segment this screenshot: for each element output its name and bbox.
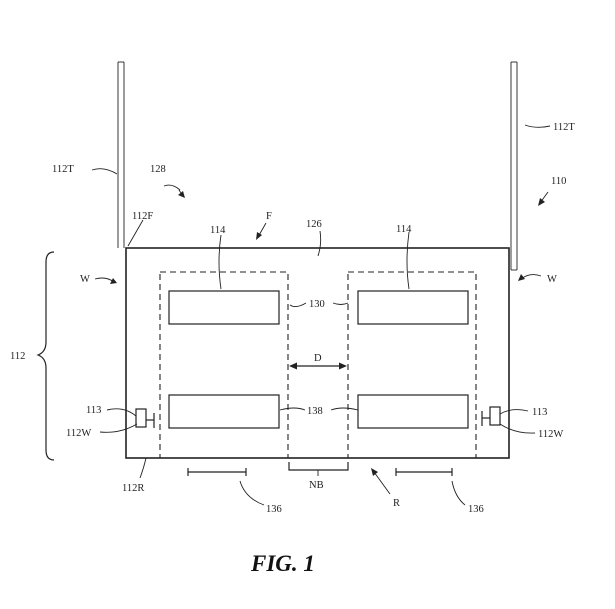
label-126: 126 bbox=[306, 219, 322, 230]
label-130: 130 bbox=[309, 299, 325, 310]
label-panel-right: 114 bbox=[396, 224, 412, 235]
brace-112 bbox=[36, 251, 55, 461]
label-110: 110 bbox=[551, 176, 566, 187]
label-tower-left: 112T bbox=[52, 164, 74, 175]
label-panel-left: 114 bbox=[210, 225, 226, 236]
label-136-left: 136 bbox=[266, 504, 282, 515]
nb-bracket bbox=[288, 462, 349, 471]
label-136-right: 136 bbox=[468, 504, 484, 515]
lower-panel-right bbox=[357, 394, 469, 429]
label-front: F bbox=[266, 211, 272, 222]
dashed-zone-right bbox=[347, 271, 477, 459]
main-frame bbox=[125, 247, 510, 459]
leader-lines bbox=[91, 124, 551, 506]
label-wall-right: W bbox=[547, 274, 557, 285]
label-113-left: 113 bbox=[86, 405, 101, 416]
label-128: 128 bbox=[150, 164, 166, 175]
label-front-frame: 112F bbox=[132, 211, 153, 222]
label-rear: R bbox=[393, 498, 400, 509]
upper-panel-left bbox=[168, 290, 280, 325]
label-gap: NB bbox=[309, 480, 324, 491]
label-tower-right: 112T bbox=[553, 122, 575, 133]
label-rear-frame: 112R bbox=[122, 483, 144, 494]
dashed-zone-left bbox=[159, 271, 289, 459]
figure-caption: FIG. 1 bbox=[250, 551, 315, 576]
distance-arrow bbox=[289, 362, 347, 370]
scale-bar-left bbox=[187, 468, 247, 476]
label-system: 112 bbox=[10, 351, 25, 362]
label-wheel-left: 112W bbox=[66, 428, 91, 439]
label-113-right: 113 bbox=[532, 407, 547, 418]
right-tower bbox=[510, 61, 518, 271]
label-wall-left: W bbox=[80, 274, 90, 285]
left-tower bbox=[117, 61, 125, 248]
lower-panel-left bbox=[168, 394, 280, 429]
label-distance: D bbox=[314, 353, 322, 364]
scale-bar-right bbox=[395, 468, 453, 476]
bracket-right bbox=[481, 406, 501, 426]
label-138: 138 bbox=[307, 406, 323, 417]
upper-panel-right bbox=[357, 290, 469, 325]
bracket-left bbox=[135, 408, 155, 428]
label-wheel-right: 112W bbox=[538, 429, 563, 440]
